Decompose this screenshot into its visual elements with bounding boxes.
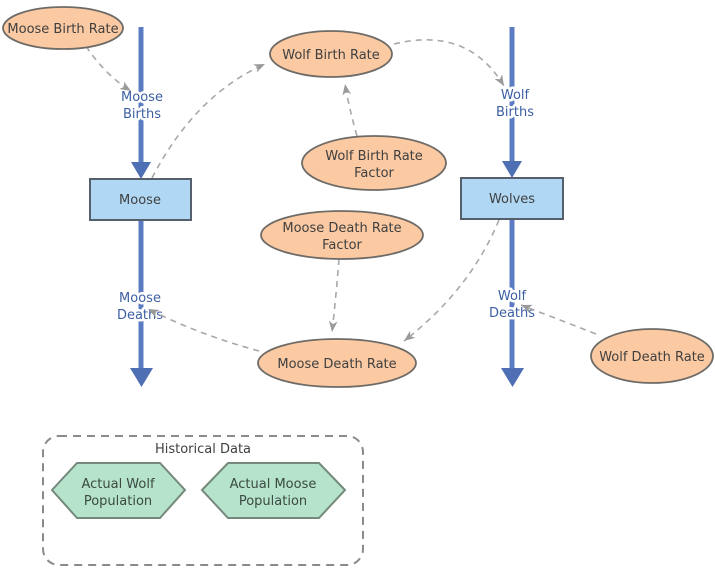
hexagon-label: Population bbox=[84, 494, 152, 509]
connector-wolves-to-moose-death-rate bbox=[403, 219, 500, 342]
connector-wolf-birth-rate-to-wolf-births bbox=[393, 39, 505, 87]
connector-moose-birth-rate-to-moose-births bbox=[85, 45, 132, 92]
variable-wolf-birth-rate-factor[interactable]: Wolf Birth Rate Factor bbox=[301, 135, 447, 191]
variable-wolf-birth-rate[interactable]: Wolf Birth Rate bbox=[269, 30, 393, 78]
flow-label-line: Wolf bbox=[498, 289, 527, 304]
variable-wolf-death-rate[interactable]: Wolf Death Rate bbox=[590, 328, 714, 384]
variable-label: Factor bbox=[354, 166, 394, 181]
flow-moose-births-label[interactable]: Moose Births bbox=[119, 88, 166, 125]
stock-moose[interactable]: Moose bbox=[89, 178, 192, 221]
historical-data-group: Historical Data Actual Wolf Population A… bbox=[42, 435, 364, 566]
hexagon-actual-moose-population[interactable]: Actual Moose Population bbox=[200, 462, 347, 519]
flow-label-line: Moose bbox=[121, 90, 163, 105]
flow-label-line: Wolf bbox=[501, 88, 530, 103]
variable-moose-birth-rate[interactable]: Moose Birth Rate bbox=[2, 6, 124, 50]
stock-wolves[interactable]: Wolves bbox=[460, 177, 564, 220]
historical-data-title: Historical Data bbox=[155, 442, 251, 457]
variable-label: Moose Death Rate bbox=[277, 357, 396, 372]
flow-label-line: Births bbox=[496, 105, 534, 120]
hexagon-actual-wolf-population[interactable]: Actual Wolf Population bbox=[50, 462, 187, 519]
stock-label: Moose bbox=[119, 193, 161, 208]
connector-moose-death-rate-to-moose-deaths bbox=[147, 308, 260, 352]
hexagon-label: Actual Moose bbox=[230, 477, 317, 492]
variable-label: Factor bbox=[322, 238, 362, 253]
flow-label-line: Moose bbox=[119, 291, 161, 306]
stock-label: Wolves bbox=[489, 192, 535, 207]
connector-wolf-birth-rate-factor-to-wolf-birth-rate bbox=[342, 83, 358, 137]
flow-moose-births-pipe bbox=[131, 27, 151, 179]
historical-data-frame bbox=[42, 435, 364, 566]
flow-wolf-deaths-pipe bbox=[501, 219, 524, 387]
flow-label-line: Deaths bbox=[117, 308, 163, 323]
flow-wolf-births-pipe bbox=[502, 27, 522, 178]
flow-wolf-births-label[interactable]: Wolf Births bbox=[494, 86, 537, 123]
flow-label-line: Births bbox=[123, 107, 161, 122]
variable-label: Wolf Birth Rate bbox=[282, 48, 380, 63]
variable-moose-death-rate[interactable]: Moose Death Rate bbox=[257, 338, 417, 388]
variable-label: Moose Death Rate bbox=[282, 221, 401, 236]
variable-label: Wolf Death Rate bbox=[599, 350, 705, 365]
connector-moose-to-wolf-birth-rate bbox=[151, 63, 266, 179]
variable-label: Moose Birth Rate bbox=[7, 22, 118, 37]
variable-moose-death-rate-factor[interactable]: Moose Death Rate Factor bbox=[260, 210, 424, 260]
hexagon-label: Actual Wolf bbox=[81, 477, 155, 492]
variable-label: Wolf Birth Rate bbox=[325, 149, 423, 164]
connector-moose-death-rate-factor-to-moose-death-rate bbox=[328, 258, 340, 333]
flow-moose-deaths-pipe bbox=[130, 220, 153, 387]
hexagon-label: Population bbox=[239, 494, 307, 509]
flow-label-line: Deaths bbox=[489, 306, 535, 321]
